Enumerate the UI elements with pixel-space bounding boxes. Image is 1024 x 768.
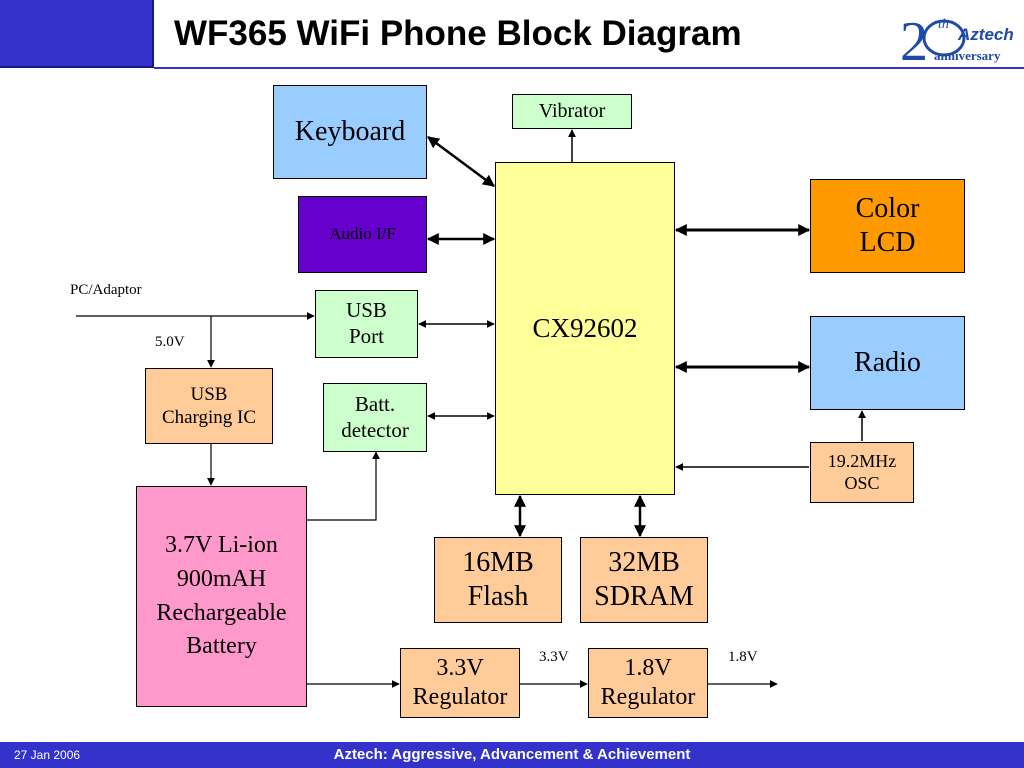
usb-port-label-line1: USB <box>346 298 387 323</box>
reg18-label-line2: Regulator <box>600 684 696 710</box>
logo-brand: Aztech <box>957 25 1014 44</box>
flash-label-line2: Flash <box>467 581 529 612</box>
logo-word: anniversary <box>934 48 1001 63</box>
reg18-label-line1: 1.8V <box>624 654 672 681</box>
title-rule <box>154 67 1024 69</box>
regulator-3v3-block: 3.3V Regulator <box>400 648 520 718</box>
slide-title: WF365 WiFi Phone Block Diagram <box>174 14 742 53</box>
batt-detector-block: Batt.detector <box>323 383 427 452</box>
radio-block: Radio <box>810 316 965 410</box>
usb-charging-label-line2: Charging IC <box>161 407 257 428</box>
aztech-anniversary-logo: 2 th Aztech anniversary <box>900 11 1014 66</box>
osc-label-line2: OSC <box>844 472 880 493</box>
wire-keyboard-cpu <box>427 135 495 188</box>
sdram-label-line1: 32MB <box>608 546 680 578</box>
footer-bar: 27 Jan 2006 Aztech: Aggressive, Advancem… <box>0 742 1024 768</box>
usb-port-label-line2: Port <box>348 324 384 348</box>
cpu-label: CX92602 <box>532 313 638 344</box>
radio-label: Radio <box>854 346 921 378</box>
regulator-1v8-block: 1.8V Regulator <box>588 648 708 718</box>
voltage-3v3-label: 3.3V <box>539 649 569 665</box>
header-corner-block <box>0 0 154 68</box>
wire-battery-battdet <box>307 451 380 521</box>
sdram-label-line2: SDRAM <box>594 581 694 612</box>
audio-if-label: Audio I/F <box>329 224 396 244</box>
footer-tagline: Aztech: Aggressive, Advancement & Achiev… <box>333 746 691 763</box>
cpu-block: CX92602 <box>495 162 675 495</box>
battery-label-line3: Rechargeable <box>156 599 287 626</box>
vibrator-label: Vibrator <box>538 100 606 123</box>
keyboard-label: Keyboard <box>294 115 406 147</box>
batt-detector-label-line2: detector <box>341 417 409 442</box>
color-lcd-label-line1: Color <box>855 192 920 224</box>
usb-charging-label-line1: USB <box>190 383 228 405</box>
reg33-label-line2: Regulator <box>412 684 508 710</box>
voltage-5v-label: 5.0V <box>155 334 185 350</box>
flash-label-line1: 16MB <box>462 546 534 578</box>
voltage-1v8-label: 1.8V <box>728 649 758 665</box>
logo-superscript: th <box>938 17 949 32</box>
osc-label-line1: 19.2MHz <box>827 450 897 471</box>
footer-date: 27 Jan 2006 <box>14 748 81 762</box>
battery-label-line1: 3.7V Li-ion <box>165 532 278 559</box>
keyboard-block: Keyboard <box>273 85 427 179</box>
vibrator-block: Vibrator <box>512 94 632 129</box>
battery-label-line4: Battery <box>186 633 257 660</box>
color-lcd-label-line2: LCD <box>859 227 916 258</box>
audio-if-block: Audio I/F <box>298 196 427 273</box>
batt-detector-label-line1: Batt. <box>354 391 396 416</box>
battery-label-line2: 900mAH <box>176 565 267 592</box>
pc-adaptor-label: PC/Adaptor <box>70 282 142 298</box>
reg33-label-line1: 3.3V <box>436 654 484 681</box>
